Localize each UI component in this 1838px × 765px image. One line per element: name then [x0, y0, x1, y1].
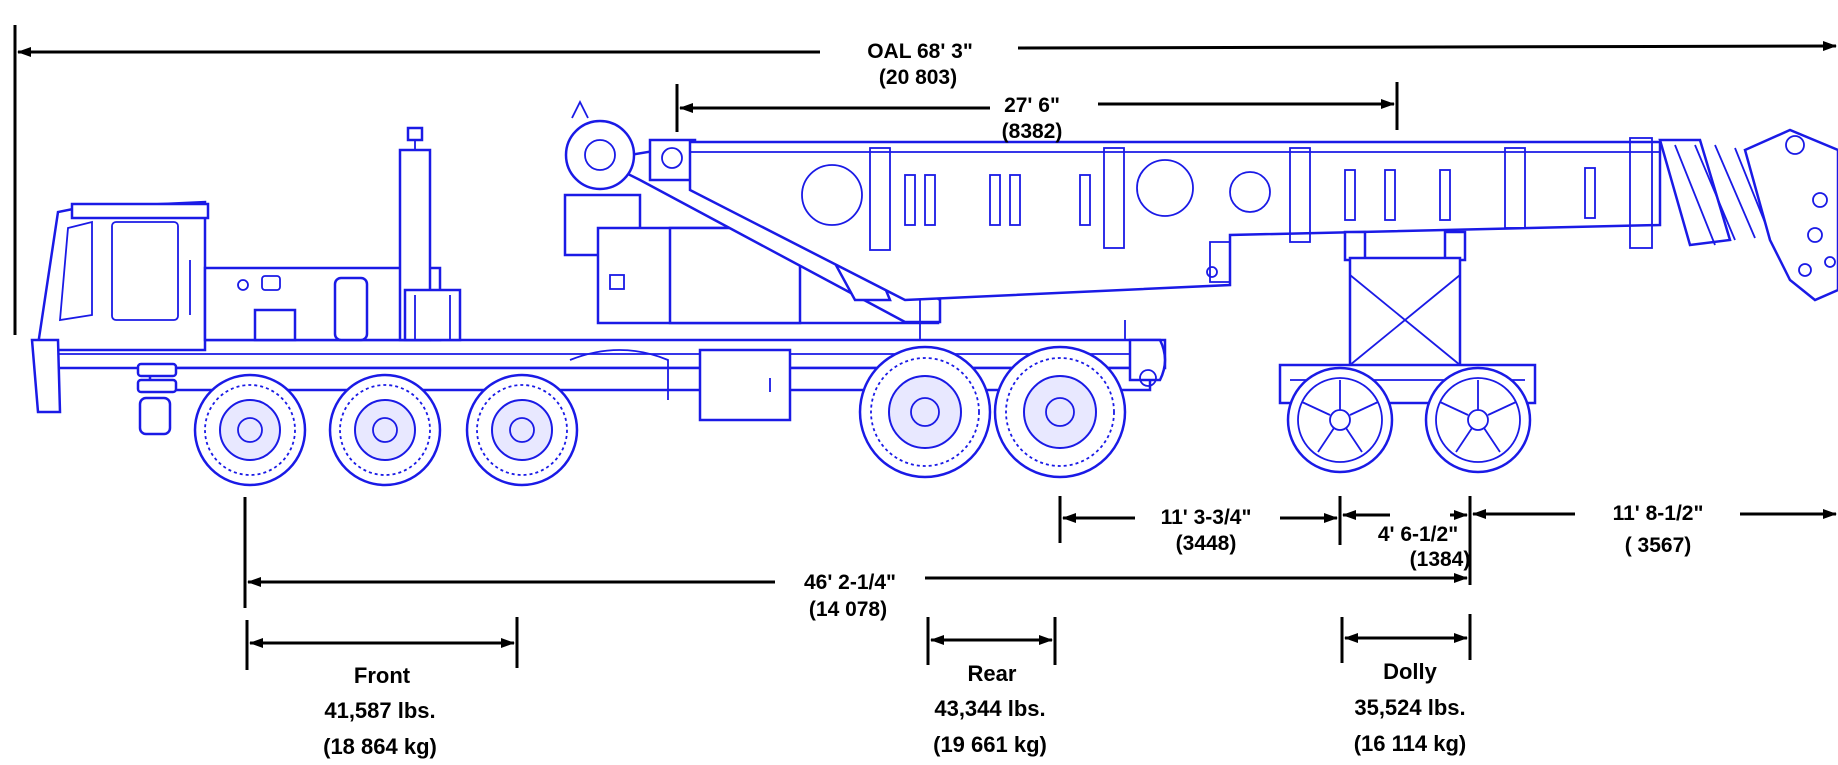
rear-axle-weight-lbs: 43,344 lbs. — [934, 696, 1045, 721]
dim-front-axle-group — [245, 617, 519, 670]
rear-overhang-metric: ( 3567) — [1625, 534, 1692, 557]
crane-superstructure — [563, 99, 942, 325]
dolly-wheel-2 — [1424, 366, 1532, 474]
engine-deck — [203, 126, 462, 342]
dolly-wheels — [1286, 366, 1532, 474]
dim-wheelbase: 46' 2-1/4" (14 078) — [243, 497, 1468, 621]
dim-dolly-group — [1340, 614, 1472, 663]
telescopic-boom — [688, 137, 1662, 340]
rear-axle-label: Rear — [968, 661, 1017, 686]
dim-rear-axle-group — [926, 617, 1057, 665]
axle-load-labels: Front 41,587 lbs. (18 864 kg) Rear 43,34… — [323, 659, 1466, 759]
dolly-wheel-1 — [1286, 366, 1394, 474]
front-axle-label: Front — [354, 663, 411, 688]
dim-overall-length: OAL 68' 3" (20 803) — [13, 25, 1837, 335]
wheel-front-3 — [465, 373, 579, 487]
rear-overhang-imperial: 11' 8-1/2" — [1613, 502, 1704, 525]
front-axle-weight-lbs: 41,587 lbs. — [324, 698, 435, 723]
rear-axle-load: Rear 43,344 lbs. (19 661 kg) — [933, 661, 1047, 757]
rear-to-dolly-imperial: 11' 3-3/4" — [1161, 506, 1252, 529]
dim-dolly-axle-spacing: 4' 6-1/2" (1384) — [1342, 496, 1472, 585]
front-axle-load: Front 41,587 lbs. (18 864 kg) — [323, 663, 437, 759]
wheel-rear-2 — [993, 345, 1127, 479]
wheelbase-imperial: 46' 2-1/4" — [804, 571, 896, 594]
crane-vehicle-illustration — [30, 99, 1838, 487]
dolly-axle-spacing-imperial: 4' 6-1/2" — [1378, 523, 1458, 546]
dim-rear-to-dolly: 11' 3-3/4" (3448) — [1058, 496, 1342, 555]
wheel-rear-1 — [858, 345, 992, 479]
overall-length-metric: (20 803) — [879, 66, 957, 89]
rear-axle-weight-kg: (19 661 kg) — [933, 732, 1047, 757]
dolly-label: Dolly — [1383, 659, 1438, 684]
dim-rear-overhang: 11' 8-1/2" ( 3567) — [1472, 502, 1837, 557]
front-axle-weight-kg: (18 864 kg) — [323, 734, 437, 759]
boom-section-metric: (8382) — [1002, 120, 1063, 143]
truck-wheels — [193, 338, 1167, 487]
wheelbase-metric: (14 078) — [809, 598, 887, 621]
dolly-axle-spacing-metric: (1384) — [1410, 548, 1471, 571]
boom-section-imperial: 27' 6" — [1004, 94, 1060, 117]
truck-cab — [30, 200, 210, 436]
dim-boom-section: 27' 6" (8382) — [675, 82, 1399, 143]
dolly-load: Dolly 35,524 lbs. (16 114 kg) — [1354, 659, 1467, 756]
wheel-front-1 — [193, 373, 307, 487]
overall-length-imperial: OAL 68' 3" — [867, 40, 973, 63]
dimension-lines: OAL 68' 3" (20 803) 27' 6" (8382) 11' 3-… — [13, 25, 1837, 670]
dolly-weight-kg: (16 114 kg) — [1354, 731, 1467, 756]
rear-to-dolly-metric: (3448) — [1176, 532, 1237, 555]
dolly-weight-lbs: 35,524 lbs. — [1354, 695, 1465, 720]
wheel-front-2 — [328, 373, 442, 487]
boom-head — [1658, 128, 1838, 302]
